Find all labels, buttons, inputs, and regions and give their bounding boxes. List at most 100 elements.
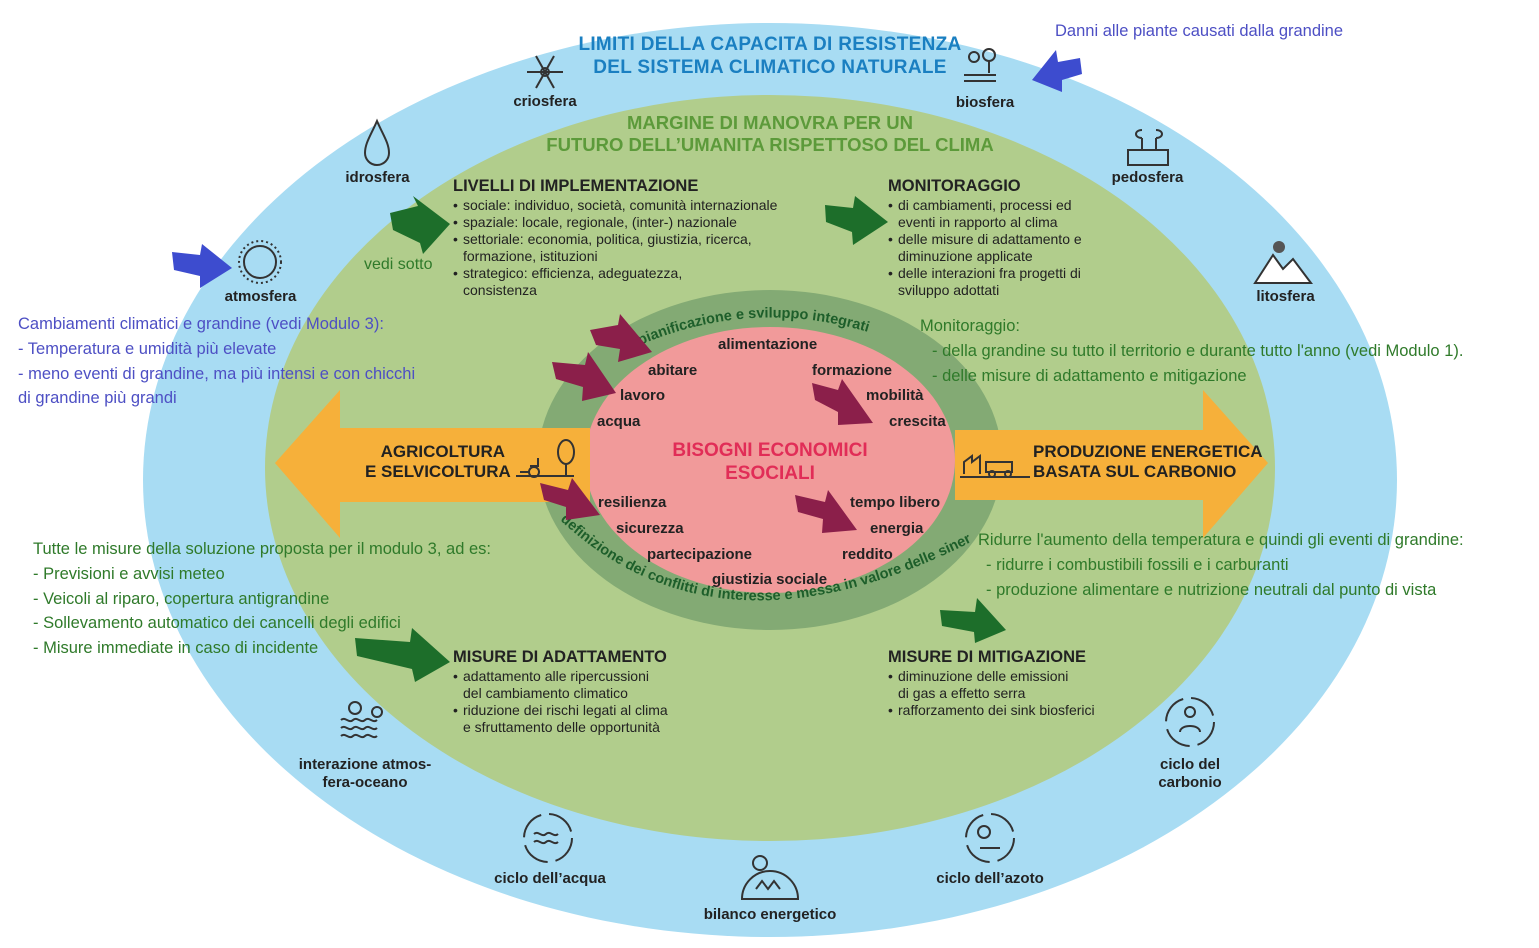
annotation-misure-line: - Misure immediate in caso di incidente [33,639,319,657]
label-interazione-line2: fera-oceano [322,774,408,791]
maroon-arrow-1 [590,314,652,362]
label-biosfera: biosfera [955,94,1015,111]
mitigazione-section: MISURE DI MITIGAZIONE diminuzione delle … [888,648,1095,719]
energy-balance-icon [740,855,800,900]
water-drop-icon [363,118,391,166]
need-reddito: reddito [842,546,893,563]
label-ciclo-carbonio-line2: carbonio [1158,774,1222,791]
need-giustizia: giustizia sociale [712,571,828,588]
need-resilienza: resilienza [598,494,667,511]
need-formazione: formazione [812,362,893,379]
need-lavoro: lavoro [620,387,666,404]
label-litosfera: litosfera [1256,288,1315,305]
outer-title-line2: DEL SISTEMA CLIMATICO NATURALE [593,56,947,78]
sun-circle-icon [238,240,282,284]
label-pedosfera: pedosfera [1111,169,1184,186]
need-energia: energia [870,520,924,537]
maroon-arrow-2 [552,352,616,401]
need-abitare: abitare [648,362,698,379]
annotation-cambiamenti-line: - Temperatura e umidità più elevate [18,339,277,358]
annotation-ridurre-line: - produzione alimentare e nutrizione neu… [986,580,1437,599]
label-ciclo-acqua: ciclo dell’acqua [494,870,606,887]
adattamento-section: MISURE DI ADATTAMENTO adattamento alle r… [453,648,668,736]
label-atmosfera: atmosfera [224,288,297,305]
livelli-item: strategico: efficienza, adeguatezza, [453,265,777,282]
annotation-cambiamenti-line: di grandine più grandi [18,389,177,408]
livelli-item-cont: formazione, istituzioni [463,248,598,265]
need-alimentazione: alimentazione [718,336,818,353]
annotation-cambiamenti-line: Cambiamenti climatici e grandine (vedi M… [18,315,384,333]
center-title-line1: BISOGNI ECONOMICI [672,440,868,461]
annotation-monitoraggio: Monitoraggio: - della grandine su tutto … [920,314,1463,388]
monitoraggio-list: di cambiamenti, processi ed eventi in ra… [888,197,1082,299]
center-ellipse [585,327,955,593]
need-acqua: acqua [597,413,641,430]
annotation-monitoraggio-line: - della grandine su tutto il territorio … [932,341,1464,360]
right-arrow-label-line1: PRODUZIONE ENERGETICA [1033,442,1263,461]
need-partecipazione: partecipazione [647,546,753,563]
adattamento-item-cont: del cambiamento climatico [463,684,628,701]
annotation-misure: Tutte le misure della soluzione proposta… [33,537,491,661]
tractor-tree-icon [516,439,575,478]
need-sicurezza: sicurezza [616,520,684,537]
annotation-misure-line: - Previsioni e avvisi meteo [33,564,225,583]
left-arrow-label-line2: E SELVICOLTURA [365,462,511,482]
annotation-misure-line: - Sollevamento automatico dei cancelli d… [33,614,401,633]
livelli-item: sociale: individuo, società, comunità in… [453,197,777,214]
annotation-misure-line: - Veicoli al riparo, copertura antigrand… [33,589,330,608]
adattamento-item: adattamento alle ripercussioni [453,668,668,685]
label-idrosfera: idrosfera [345,169,410,186]
label-ciclo-carbonio-line1: ciclo del [1159,756,1221,773]
monitoraggio-title: MONITORAGGIO [888,177,1021,195]
snowflake-icon [527,55,563,89]
livelli-title: LIVELLI DI IMPLEMENTAZIONE [453,177,699,195]
mitigazione-list: diminuzione delle emissioni di gas a eff… [888,668,1095,719]
monitoraggio-item: delle interazioni fra progetti di [888,265,1082,282]
annotation-cambiamenti-line: - meno eventi di grandine, ma più intens… [18,364,416,383]
monitoraggio-item-cont: eventi in rapporto al clima [898,213,1058,230]
mitigazione-item: diminuzione delle emissioni [888,668,1095,685]
left-orange-arrow [275,390,590,538]
middle-title: MARGINE DI MANOVRA PER UN FUTURO DELL’UM… [520,112,1020,156]
label-ciclo-azoto: ciclo dell’azoto [936,870,1044,887]
annotation-cambiamenti: Cambiamenti climatici e grandine (vedi M… [18,312,415,411]
blue-arrow-atmosfera [172,244,232,288]
biosphere-icon [964,48,996,82]
maroon-arrow-4 [540,478,600,520]
livelli-item: spaziale: locale, regionale, (inter-) na… [453,214,777,231]
adattamento-item-cont: e sfruttamento delle opportunità [463,719,660,736]
adattamento-list: adattamento alle ripercussioni del cambi… [453,668,668,736]
annotation-vedi-sotto: vedi sotto [364,256,433,273]
livelli-list: sociale: individuo, società, comunità in… [453,197,777,299]
maroon-arrow-5 [795,490,857,533]
monitoraggio-item-cont: diminuzione applicate [898,248,1033,265]
label-ciclo-carbonio: ciclo del carbonio [1145,756,1235,792]
outer-title-line1: LIMITI DELLA CAPACITA DI RESISTENZA [578,34,962,55]
right-arrow-label: PRODUZIONE ENERGETICA BASATA SUL CARBONI… [1033,442,1263,483]
livelli-section: LIVELLI DI IMPLEMENTAZIONE sociale: indi… [453,177,777,299]
annotation-ridurre-line: - ridurre i combustibili fossili e i car… [986,555,1289,574]
pedosphere-icon [1127,129,1169,166]
green-arrow-mitigazione [940,598,1006,643]
adattamento-item: riduzione dei rischi legati al clima [453,702,668,719]
mitigazione-item: rafforzamento dei sink biosferici [888,702,1095,719]
mitigazione-title: MISURE DI MITIGAZIONE [888,648,1086,666]
maroon-arrow-3 [812,379,873,425]
livelli-item-cont: consistenza [463,282,537,299]
label-criosfera: criosfera [513,93,577,110]
industry-truck-icon [960,454,1030,478]
right-arrow-label-line2: BASATA SUL CARBONIO [1033,462,1237,482]
label-bilancio: bilanco energetico [703,906,837,923]
left-arrow-label-line1: AGRICOLTURA [380,442,505,461]
annotation-ridurre-line: Ridurre l'aumento della temperatura e qu… [978,531,1464,549]
middle-title-line2: FUTURO DELL’UMANITA RISPETTOSO DEL CLIMA [546,134,994,156]
blue-arrow-danni [1032,50,1082,92]
middle-title-line1: MARGINE DI MANOVRA PER UN [626,112,914,133]
atmosphere-ocean-icon [340,701,383,739]
monitoraggio-item: delle misure di adattamento e [888,231,1082,248]
adattamento-title: MISURE DI ADATTAMENTO [453,648,667,666]
water-cycle-icon [523,813,573,863]
annotation-misure-line: Tutte le misure della soluzione proposta… [33,540,491,558]
right-orange-arrow [955,390,1268,538]
annotation-monitoraggio-line: Monitoraggio: [920,317,1020,335]
